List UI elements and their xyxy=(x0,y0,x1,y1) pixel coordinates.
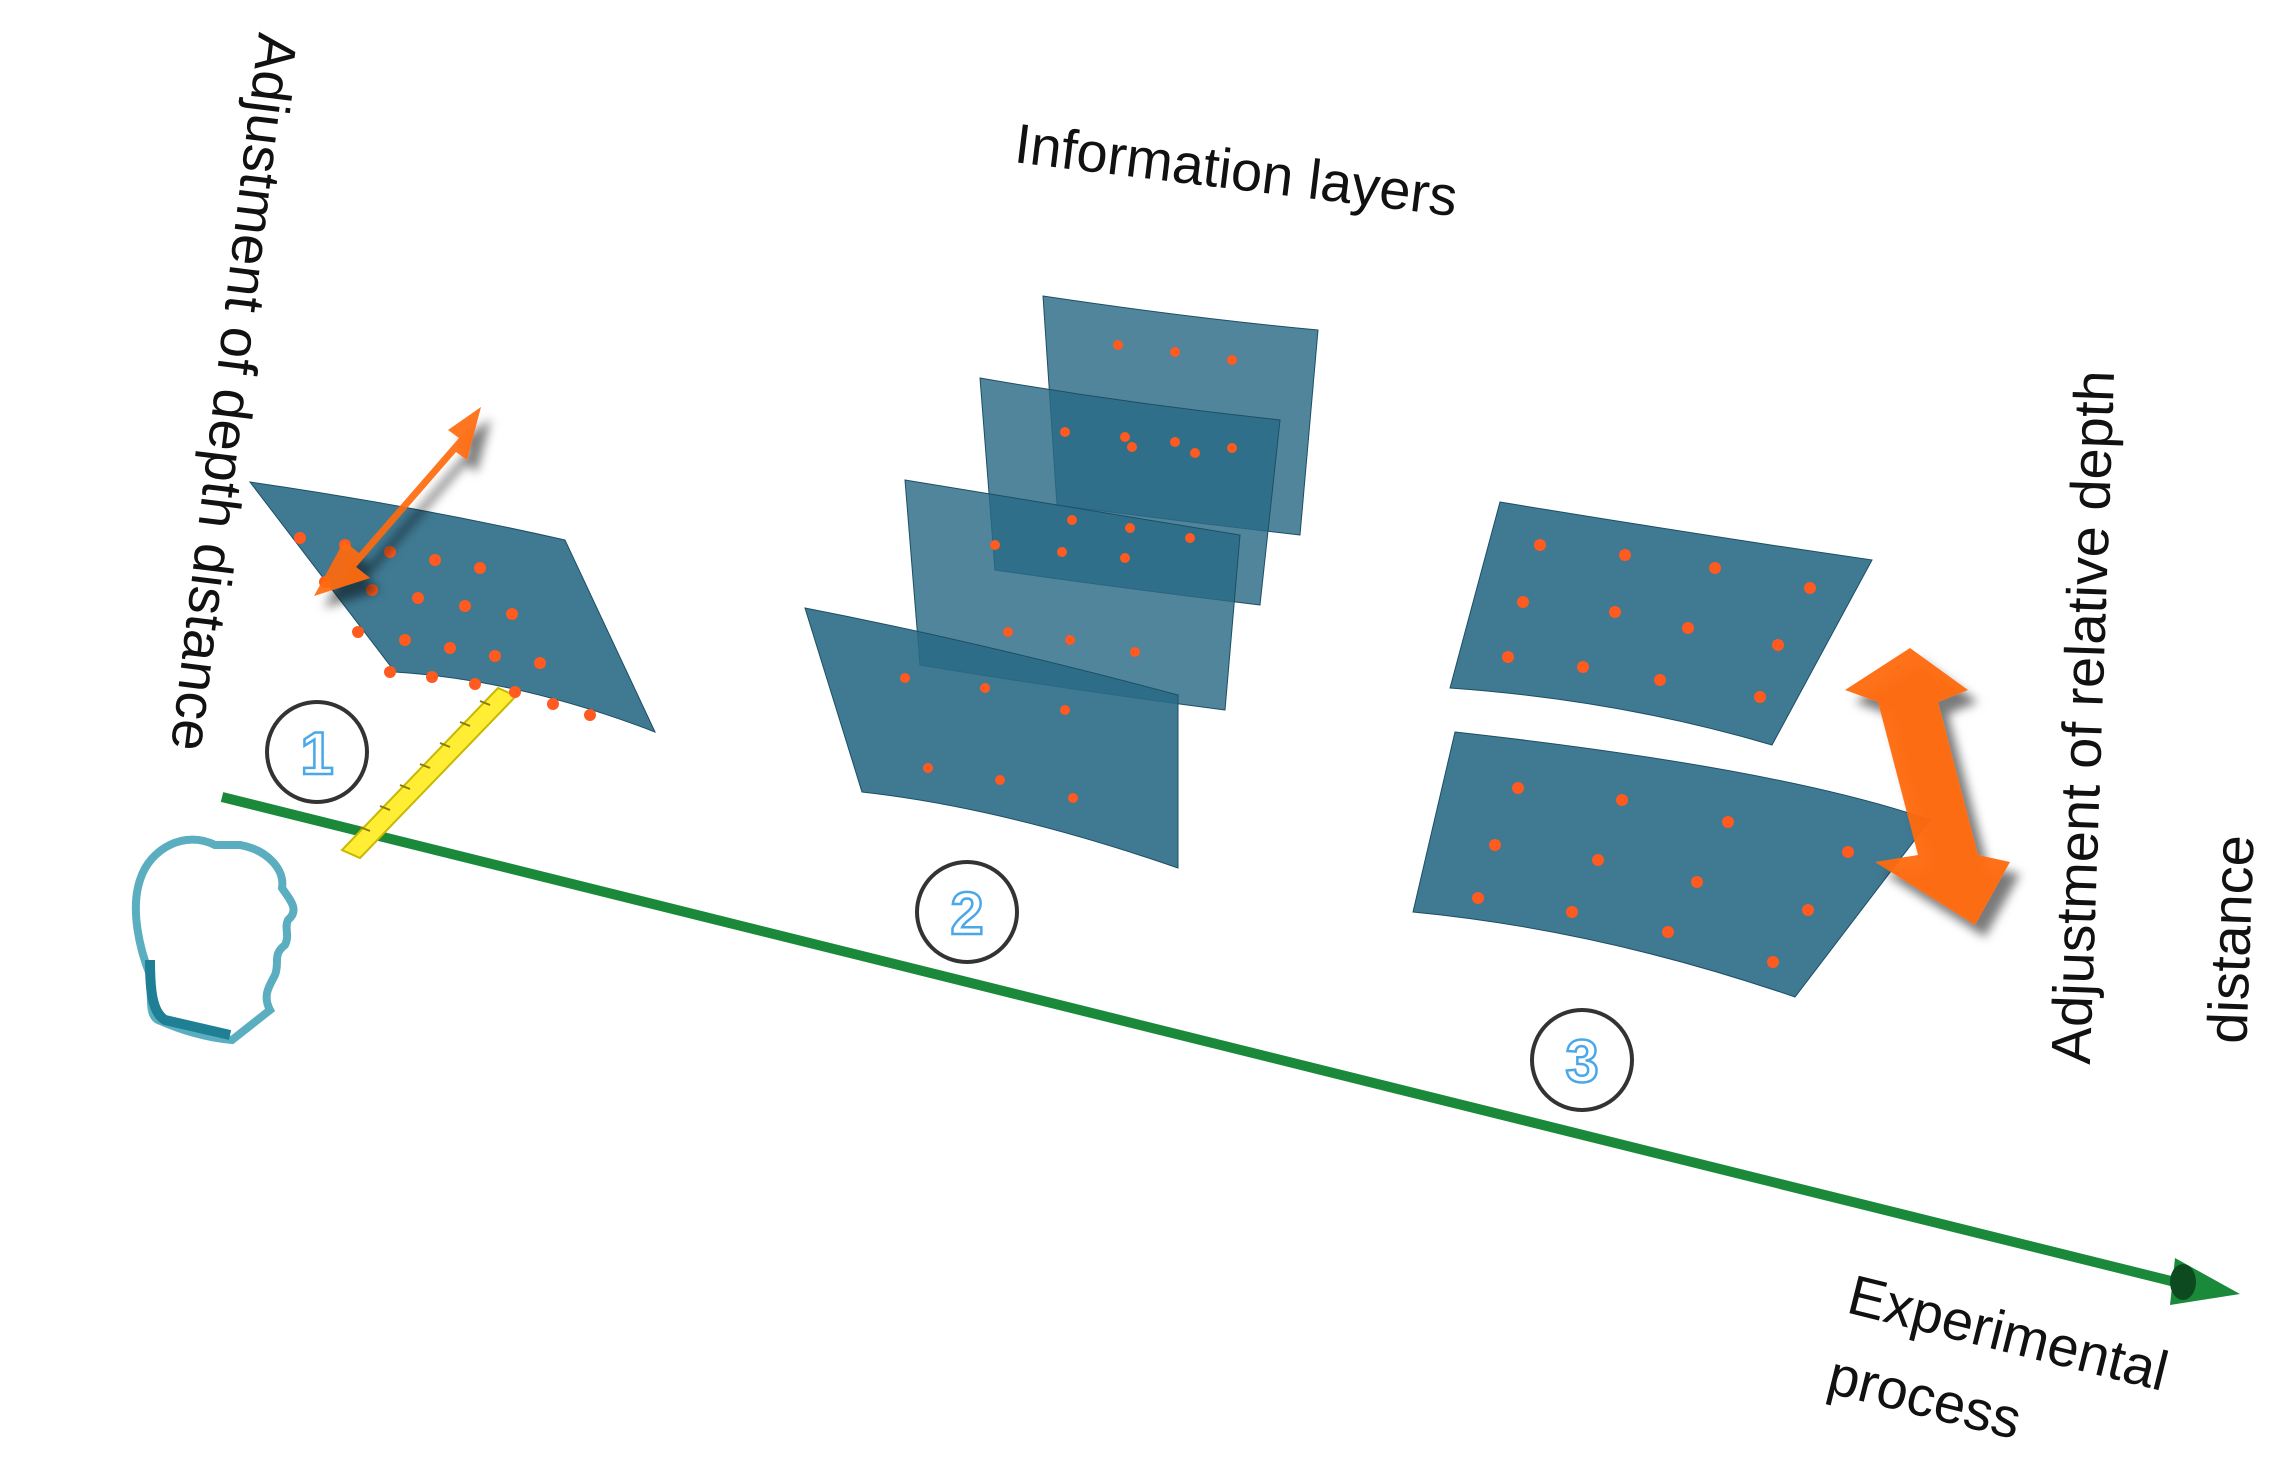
step-marker-3: 3 xyxy=(1530,1008,1634,1112)
step-marker-2: 2 xyxy=(915,860,1019,964)
step-number: 1 xyxy=(300,720,333,787)
label-information-layers: Information layers xyxy=(1012,111,1461,228)
label-experimental-process: Experimental process xyxy=(1822,1263,2174,1452)
double-arrow-icon xyxy=(314,407,481,596)
step-number: 3 xyxy=(1565,1028,1598,1095)
panel-dots xyxy=(900,340,1237,803)
label-relative-depth-line2: distance xyxy=(2195,834,2265,1045)
label-relative-depth: Adjustment of relative depth distance xyxy=(2039,369,2266,1065)
panel-step-1 xyxy=(248,481,656,733)
step-marker-1: 1 xyxy=(265,700,369,804)
label-relative-depth-line1: Adjustment of relative depth xyxy=(2039,369,2126,1065)
panel-stack-step-2 xyxy=(804,295,1319,869)
ruler-icon xyxy=(340,686,518,860)
head-profile-icon xyxy=(131,835,298,1045)
panel-dots xyxy=(1472,539,1854,968)
label-depth-adjustment: Adjustment of depth distance xyxy=(159,30,310,755)
step-number: 2 xyxy=(950,880,983,947)
panel-pair-step-3 xyxy=(1412,501,1931,998)
timeline-arrow xyxy=(220,792,2240,1305)
double-arrow-icon xyxy=(1845,648,2010,925)
